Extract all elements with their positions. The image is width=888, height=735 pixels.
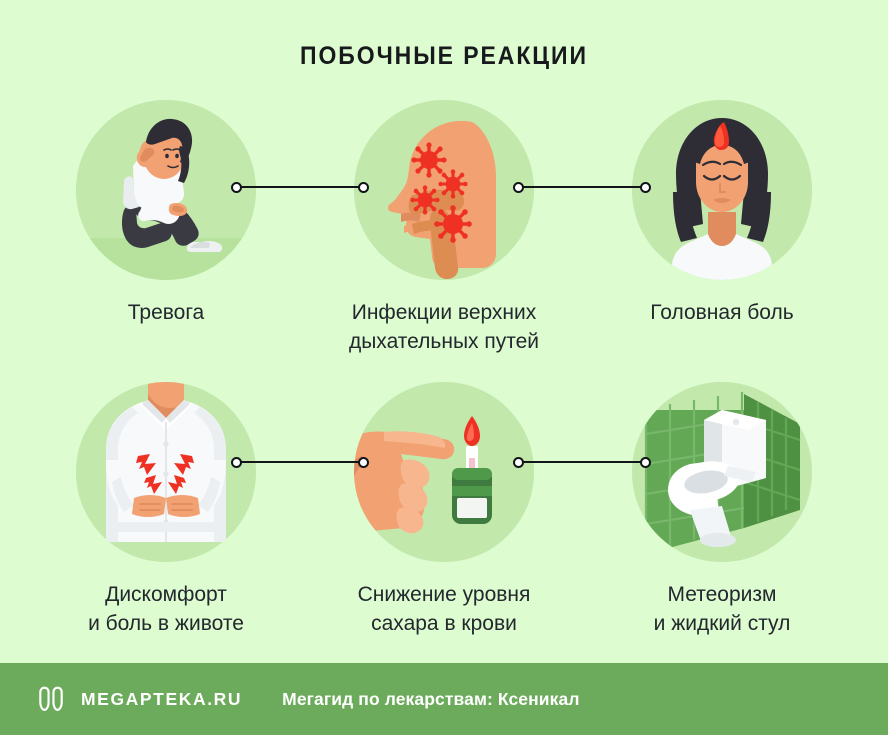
reaction-item-low-blood-sugar[interactable]: Снижение уровня сахара в крови (296, 382, 592, 638)
page-title: ПОБОЧНЫЕ РЕАКЦИИ (300, 42, 588, 70)
reactions-row-2: Дискомфорт и боль в животе (0, 382, 888, 652)
reaction-label-anxiety: Тревога (127, 301, 205, 324)
icon-circle-abdominal-discomfort (76, 382, 256, 562)
reaction-label-headache: Головная боль (650, 301, 794, 324)
reaction-item-abdominal-discomfort[interactable]: Дискомфорт и боль в животе (18, 382, 314, 638)
connector-row1-right (513, 180, 651, 194)
megapteka-m-logo-icon (39, 686, 63, 711)
icon-circle-upper-respiratory-infections (354, 100, 534, 280)
reaction-item-upper-respiratory-infections[interactable]: Инфекции верхних дыхательных путей (296, 100, 592, 356)
icon-circle-flatulence-loose-stool (632, 382, 812, 562)
circle-background (632, 382, 812, 562)
reaction-item-anxiety[interactable]: Тревога (18, 100, 314, 327)
connector-line (241, 185, 359, 189)
footer-tagline: Мегагид по лекарствам: Ксеникал (282, 688, 580, 709)
circle-background (76, 100, 256, 280)
connector-dot-end (640, 181, 651, 193)
footer-bar: MEGAPTEKA.RU Мегагид по лекарствам: Ксен… (0, 663, 888, 735)
reaction-item-headache[interactable]: Головная боль (574, 100, 870, 327)
connector-dot-end (358, 181, 369, 193)
reaction-item-flatulence-loose-stool[interactable]: Метеоризм и жидкий стул (574, 382, 870, 638)
reaction-label-abdominal-discomfort: Дискомфорт и боль в животе (88, 583, 244, 635)
circle-background (76, 382, 256, 562)
connector-dot-end (358, 456, 369, 468)
circle-background (632, 100, 812, 280)
icon-circle-anxiety (76, 100, 256, 280)
reaction-label-flatulence-loose-stool: Метеоризм и жидкий стул (653, 583, 791, 635)
icon-circle-low-blood-sugar (354, 382, 534, 562)
circle-background (354, 100, 534, 280)
connector-row2-right (513, 455, 651, 469)
circle-background (354, 382, 534, 562)
connector-line (523, 185, 641, 189)
connector-row2-left (231, 455, 369, 469)
toilet-icon (632, 382, 812, 562)
reaction-label-low-blood-sugar: Снижение уровня сахара в крови (357, 583, 531, 635)
connector-dot-end (640, 456, 651, 468)
footer-brand[interactable]: MEGAPTEKA.RU (81, 688, 243, 709)
connector-line (241, 460, 359, 464)
icon-circle-headache (632, 100, 812, 280)
woman-headache-icon (632, 100, 812, 280)
head-profile-virus-icon (354, 100, 534, 280)
reactions-row-1: Тревога (0, 100, 888, 370)
anxious-woman-sitting-icon (76, 100, 256, 280)
reaction-label-upper-respiratory-infections: Инфекции верхних дыхательных путей (348, 301, 540, 353)
connector-row1-left (231, 180, 369, 194)
finger-blood-glucometer-icon (354, 382, 534, 562)
stomach-pain-person-icon (76, 382, 256, 562)
connector-line (523, 460, 641, 464)
